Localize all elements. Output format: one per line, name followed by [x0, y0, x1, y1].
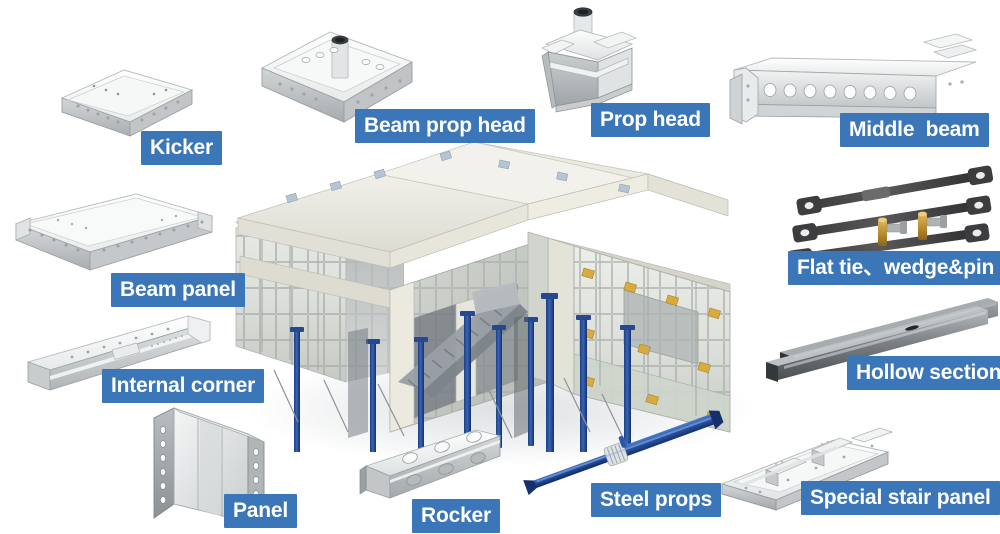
- label-beam-prop-head[interactable]: Beam prop head: [355, 109, 535, 143]
- beam-panel-part: [12, 190, 222, 300]
- assembly-interior-shadows: [348, 314, 528, 438]
- label-middle-beam[interactable]: Middle beam: [840, 113, 989, 147]
- prop-head-part: [528, 7, 648, 118]
- label-beam-panel[interactable]: Beam panel: [111, 273, 245, 307]
- rocker-part: [348, 420, 508, 512]
- steel-props-part: [514, 408, 734, 498]
- label-panel[interactable]: Panel: [224, 494, 298, 528]
- label-rocker[interactable]: Rocker: [412, 499, 501, 533]
- label-steel-props[interactable]: Steel props: [591, 483, 722, 517]
- assembly-slab-deck: [236, 141, 729, 269]
- middle-beam-part: [728, 28, 978, 138]
- internal-corner-part: [20, 310, 220, 400]
- label-prop-head[interactable]: Prop head: [591, 103, 710, 137]
- formwork-assembly-photo: [228, 132, 768, 452]
- assembly-steel-props: [273, 293, 635, 452]
- assembly-right-wall: [573, 245, 731, 433]
- label-flat-tie-wedge-pin[interactable]: Flat tie、wedge&pin: [788, 251, 1000, 285]
- kicker-part: [58, 62, 196, 152]
- label-hollow-section[interactable]: Hollow section: [847, 356, 1000, 390]
- label-kicker[interactable]: Kicker: [141, 131, 223, 165]
- flat-tie-wedge-pin-part: [788, 165, 1000, 268]
- label-internal-corner[interactable]: Internal corner: [102, 369, 265, 403]
- hollow-section-part: [760, 292, 1000, 384]
- label-special-stair-panel[interactable]: Special stair panel: [801, 481, 1000, 515]
- beam-prop-head-part: [258, 22, 418, 142]
